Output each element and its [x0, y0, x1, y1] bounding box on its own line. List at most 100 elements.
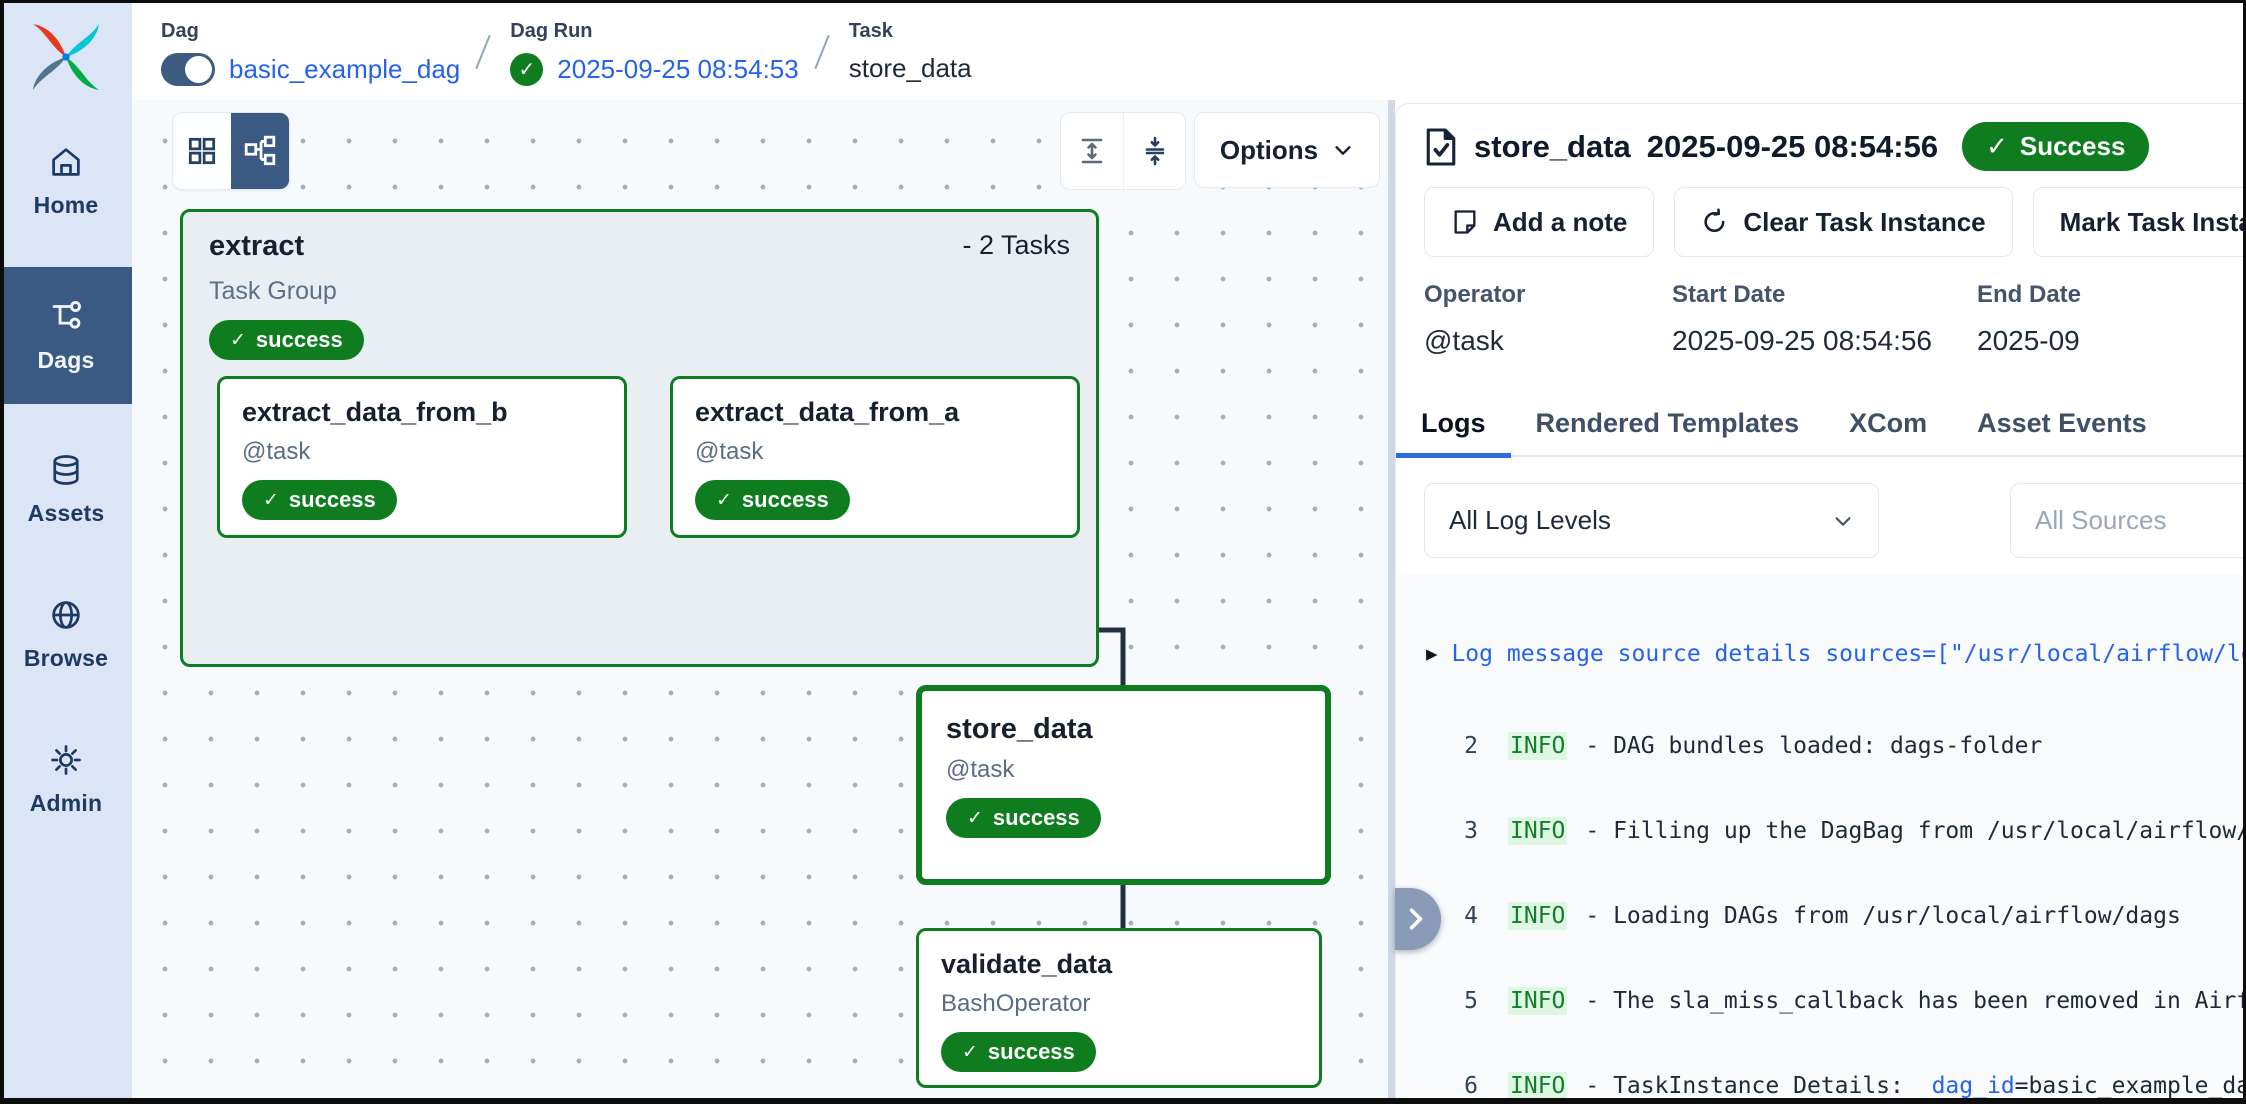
- tab-logs[interactable]: Logs: [1396, 391, 1511, 458]
- check-icon: ✓: [230, 329, 246, 351]
- check-icon: ✓: [962, 1041, 978, 1063]
- task-state-badge: ✓Success: [1962, 122, 2150, 171]
- expand-all-groups-button[interactable]: [1061, 113, 1123, 189]
- task-node-operator: BashOperator: [941, 990, 1091, 1017]
- task-group-title: extract: [209, 230, 305, 262]
- tab-rendered-templates[interactable]: Rendered Templates: [1535, 407, 1800, 438]
- chevron-down-icon: [1335, 146, 1351, 155]
- view-mode-toggle: [172, 112, 290, 190]
- panel-tabs: Logs Rendered Templates XCom Asset Event…: [1396, 391, 2245, 458]
- airflow-logo[interactable]: [27, 18, 105, 96]
- task-group-status-badge: ✓success: [209, 320, 364, 360]
- task-node-operator: @task: [946, 756, 1015, 783]
- home-icon: [48, 144, 84, 180]
- log-viewer: ▶ Log message source details sources=["/…: [1396, 575, 2245, 1103]
- tab-xcom[interactable]: XCom: [1849, 407, 1928, 438]
- log-source-details-toggle[interactable]: ▶ Log message source details sources=["/…: [1426, 641, 2245, 667]
- task-group-extract[interactable]: extract - 2 Tasks Task Group ✓success ex…: [180, 209, 1099, 667]
- task-node-operator: @task: [242, 438, 311, 465]
- logo-blade-blue: [33, 57, 66, 90]
- task-meta: Operator @task Start Date 2025-09-25 08:…: [1424, 281, 2245, 377]
- panel-divider[interactable]: [1388, 100, 1395, 1104]
- task-group-subtitle: Task Group: [209, 277, 337, 305]
- logo-blade-green: [66, 57, 99, 90]
- check-icon: ✓: [1986, 131, 2008, 161]
- task-node-title: validate_data: [941, 949, 1113, 979]
- add-note-button[interactable]: Add a note: [1424, 187, 1655, 257]
- mark-task-instance-button[interactable]: Mark Task Instanc: [2032, 187, 2245, 257]
- sidebar-item-label: Assets: [27, 500, 105, 526]
- task-status-badge: ✓success: [941, 1032, 1096, 1072]
- check-icon: ✓: [263, 489, 279, 511]
- task-doc-check-icon: [1426, 127, 1456, 166]
- meta-value: 2025-09-25 08:54:56: [1672, 325, 1932, 356]
- meta-label: End Date: [1977, 281, 2082, 308]
- log-source-filter[interactable]: All Sources: [2010, 483, 2245, 558]
- note-icon: [1454, 210, 1476, 234]
- options-dropdown[interactable]: Options: [1194, 112, 1380, 188]
- task-instance-panel: store_data 2025-09-25 08:54:56 ✓Success …: [1395, 103, 2246, 1104]
- grid-view-button[interactable]: [173, 113, 231, 189]
- sidebar-item-label: Admin: [29, 790, 103, 816]
- breadcrumb-task: Task store_data: [849, 0, 972, 84]
- sidebar-item-label: Browse: [23, 645, 109, 671]
- log-controls: All Log Levels All Sources: [1424, 483, 2245, 559]
- check-icon: ✓: [716, 489, 732, 511]
- graph-view-button[interactable]: [231, 113, 289, 189]
- task-status-badge: ✓success: [242, 480, 397, 520]
- breadcrumb-dag-run-label: Dag Run: [510, 20, 593, 42]
- sidebar-nav: Home Dags A: [0, 122, 132, 839]
- database-icon: [48, 452, 84, 488]
- dag-icon: [47, 297, 85, 335]
- dag-id-link[interactable]: dag_id: [1931, 1072, 2015, 1099]
- globe-icon: [48, 597, 84, 633]
- task-group-collapse-toggle[interactable]: - 2 Tasks: [962, 230, 1070, 260]
- panel-task-title: store_data: [1474, 128, 1631, 164]
- breadcrumb-task-value: store_data: [848, 53, 972, 83]
- sidebar-item-label: Home: [33, 192, 99, 218]
- dag-pause-toggle[interactable]: [161, 53, 215, 86]
- sidebar-item-admin[interactable]: Admin: [0, 720, 132, 839]
- breadcrumb-separator: [814, 34, 830, 70]
- dag-link[interactable]: basic_example_dag: [229, 54, 461, 84]
- sidebar-item-dags[interactable]: Dags: [0, 267, 132, 404]
- logo-center: [62, 53, 70, 61]
- collapse-all-groups-button[interactable]: [1123, 113, 1185, 189]
- task-node-extract-data-from-a[interactable]: extract_data_from_a @task ✓success: [670, 376, 1080, 538]
- task-node-extract-data-from-b[interactable]: extract_data_from_b @task ✓success: [217, 376, 627, 538]
- gear-icon: [48, 742, 84, 778]
- meta-label: Start Date: [1672, 281, 1786, 308]
- meta-value: @task: [1424, 325, 1504, 356]
- chevron-down-icon: [1835, 516, 1851, 526]
- chevron-right-icon: [1409, 908, 1423, 930]
- task-node-title: store_data: [946, 713, 1093, 745]
- window-edge: [0, 0, 4, 1104]
- logo-blade-teal: [66, 24, 99, 57]
- dag-run-link[interactable]: 2025-09-25 08:54:53: [557, 54, 799, 84]
- task-node-validate-data[interactable]: validate_data BashOperator ✓success: [916, 928, 1322, 1088]
- breadcrumb-dag-label: Dag: [161, 20, 199, 42]
- options-label: Options: [1219, 134, 1319, 165]
- sidebar: Home Dags A: [0, 0, 132, 1104]
- sidebar-item-home[interactable]: Home: [0, 122, 132, 241]
- tab-asset-events[interactable]: Asset Events: [1977, 407, 2147, 438]
- task-node-title: extract_data_from_b: [242, 397, 508, 427]
- panel-header: store_data 2025-09-25 08:54:56 ✓Success: [1424, 104, 2245, 171]
- toggle-knob: [185, 56, 212, 83]
- meta-value: 2025-09: [1977, 325, 2080, 356]
- clear-task-instance-button[interactable]: Clear Task Instance: [1674, 187, 2013, 257]
- expand-triangle-icon: ▶: [1426, 643, 1438, 665]
- task-node-operator: @task: [695, 438, 764, 465]
- dag-graph-canvas[interactable]: extract - 2 Tasks Task Group ✓success ex…: [132, 100, 1388, 1104]
- sidebar-item-assets[interactable]: Assets: [0, 430, 132, 549]
- breadcrumb-task-label: Task: [848, 20, 893, 42]
- log-level-select[interactable]: All Log Levels: [1424, 483, 1879, 558]
- sidebar-item-browse[interactable]: Browse: [0, 575, 132, 694]
- breadcrumb-dag: Dag basic_example_dag: [161, 0, 460, 86]
- task-node-store-data[interactable]: store_data @task ✓success: [916, 685, 1331, 885]
- task-status-badge: ✓success: [695, 480, 850, 520]
